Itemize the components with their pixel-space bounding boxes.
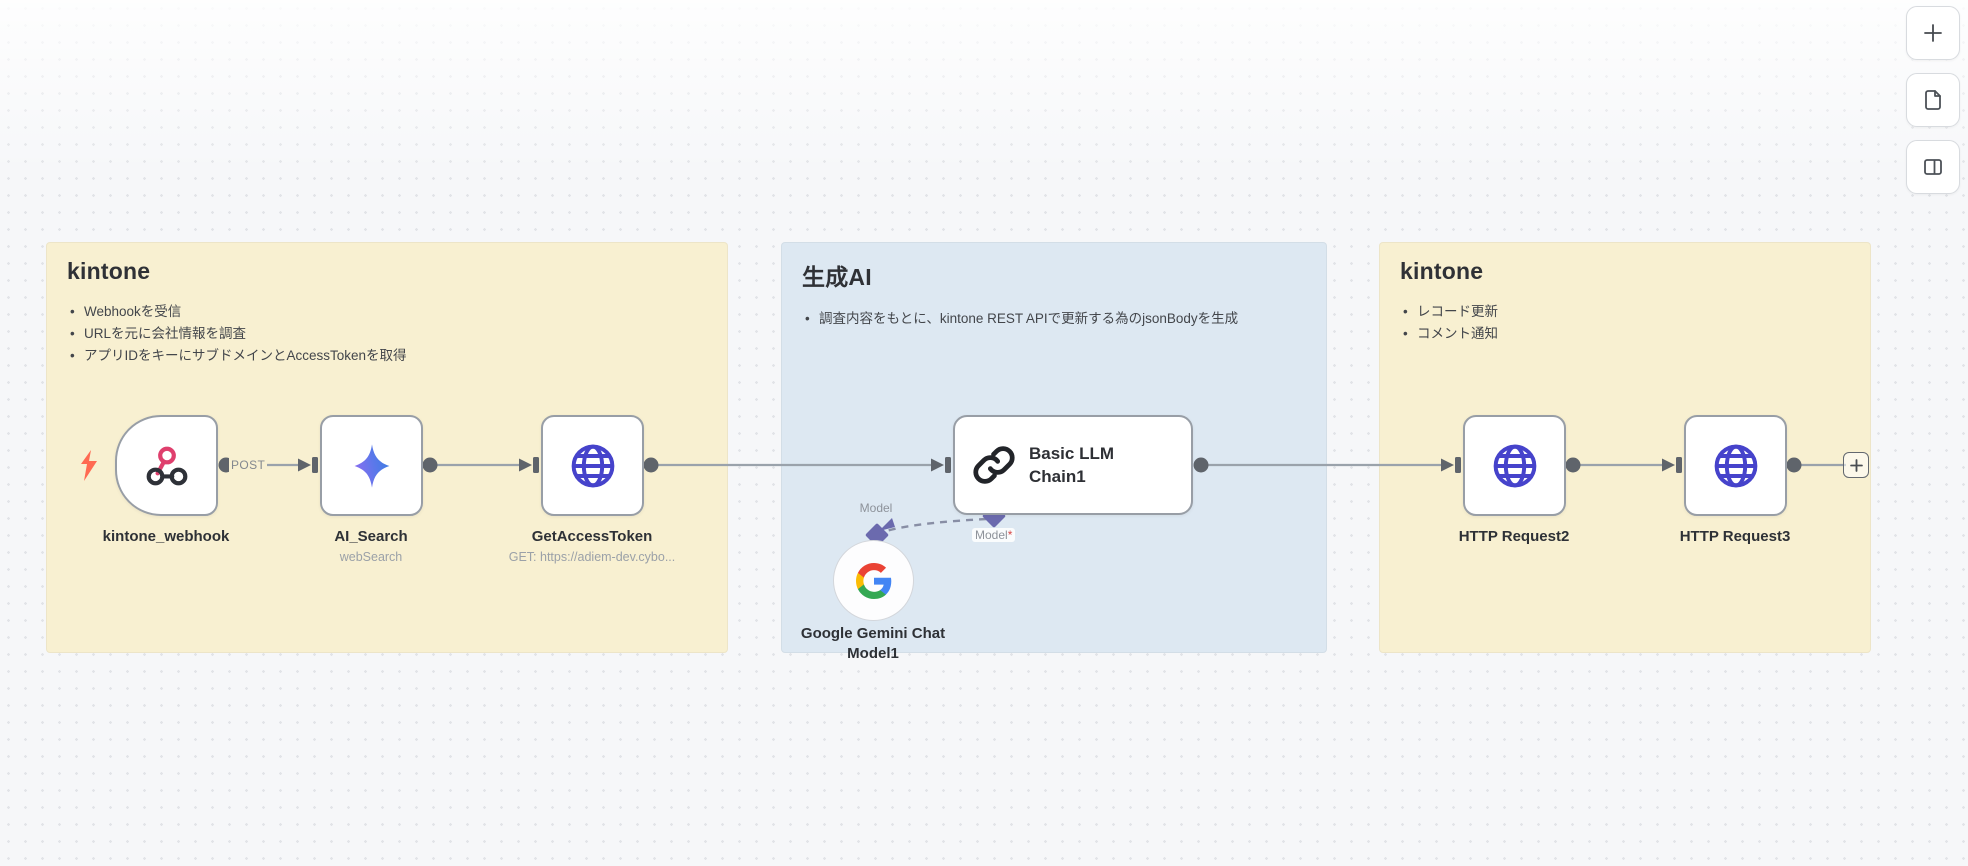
sticky-bullet-list: Webhookを受信 URLを元に会社情報を調査 アプリIDをキーにサブドメイン… (67, 301, 707, 367)
node-subtitle-get-access-token: GET: https://adiem-dev.cybo... (508, 550, 676, 564)
output-port-aisearch[interactable] (422, 457, 438, 473)
canvas-toolbar (1906, 6, 1960, 194)
globe-icon (1714, 444, 1757, 487)
input-port-http2[interactable] (1441, 457, 1461, 473)
node-title: Basic LLM Chain1 (1029, 444, 1115, 486)
output-port-http2[interactable] (1565, 457, 1581, 473)
node-subtitle-ai-search: webSearch (339, 550, 403, 564)
node-basic-llm-chain[interactable]: Basic LLM Chain1 (953, 415, 1193, 515)
output-port-getaccesstoken[interactable] (643, 457, 659, 473)
sticky-bullet: 調査内容をもとに、kintone REST APIで更新する為のjsonBody… (802, 308, 1306, 330)
globe-icon (571, 444, 614, 487)
node-google-gemini-chat-model[interactable] (833, 540, 914, 621)
add-node-button[interactable] (1906, 6, 1960, 60)
node-label-gemini: Google Gemini Chat Model1 (800, 625, 946, 662)
input-port-http3[interactable] (1662, 457, 1682, 473)
output-port-http3[interactable] (1786, 457, 1802, 473)
input-port-aisearch[interactable] (298, 457, 318, 473)
google-g-icon (855, 562, 891, 599)
input-port-getaccesstoken[interactable] (519, 457, 539, 473)
toggle-panel-button[interactable] (1906, 140, 1960, 194)
sticky-bullet: URLを元に会社情報を調査 (67, 323, 707, 345)
sticky-title: kintone (67, 258, 151, 284)
plus-icon (1924, 24, 1942, 42)
node-kintone-webhook[interactable] (115, 415, 218, 516)
sticky-bullet: Webhookを受信 (67, 301, 707, 323)
webhook-icon (146, 446, 187, 485)
execute-bolt-icon (81, 450, 97, 481)
sticky-note-kintone-right[interactable]: kintone レコード更新 コメント通知 (1379, 242, 1871, 653)
node-label-http-request2: HTTP Request2 (1458, 528, 1570, 545)
plus-icon (1849, 458, 1863, 472)
add-sticky-note-button[interactable] (1906, 73, 1960, 127)
globe-icon (1493, 444, 1536, 487)
ai-sparkle-icon (354, 443, 389, 488)
chain-link-icon (973, 446, 1015, 484)
node-http-request3[interactable] (1684, 415, 1787, 516)
sticky-bullet-list: 調査内容をもとに、kintone REST APIで更新する為のjsonBody… (802, 308, 1306, 330)
sticky-bullet: レコード更新 (1400, 301, 1850, 323)
output-port-llmchain[interactable] (1193, 457, 1209, 473)
connection-gemini-to-llmchain[interactable] (885, 517, 987, 533)
node-label-ai-search: AI_Search (334, 528, 408, 545)
model-connection-arrow-icon (879, 518, 895, 531)
node-label-get-access-token: GetAccessToken (531, 528, 653, 545)
add-node-endpoint-button[interactable] (1843, 452, 1869, 478)
node-ai-search[interactable] (320, 415, 423, 516)
sticky-title: kintone (1400, 258, 1484, 284)
node-http-request2[interactable] (1463, 415, 1566, 516)
input-port-llmchain[interactable] (931, 457, 951, 473)
sticky-bullet: アプリIDをキーにサブドメインとAccessTokenを取得 (67, 345, 707, 367)
layout-panel-icon (1924, 159, 1942, 175)
node-label-http-request3: HTTP Request3 (1679, 528, 1791, 545)
webhook-method-chip: POST (229, 457, 268, 473)
node-label-kintone-webhook: kintone_webhook (102, 528, 230, 545)
sticky-title: 生成AI (802, 264, 872, 290)
gemini-model-port-label: Model (859, 501, 893, 515)
llmchain-model-port-label: Model* (972, 528, 1016, 542)
note-icon (1925, 90, 1941, 110)
sticky-bullet-list: レコード更新 コメント通知 (1400, 301, 1850, 345)
node-get-access-token[interactable] (541, 415, 644, 516)
sticky-bullet: コメント通知 (1400, 323, 1850, 345)
